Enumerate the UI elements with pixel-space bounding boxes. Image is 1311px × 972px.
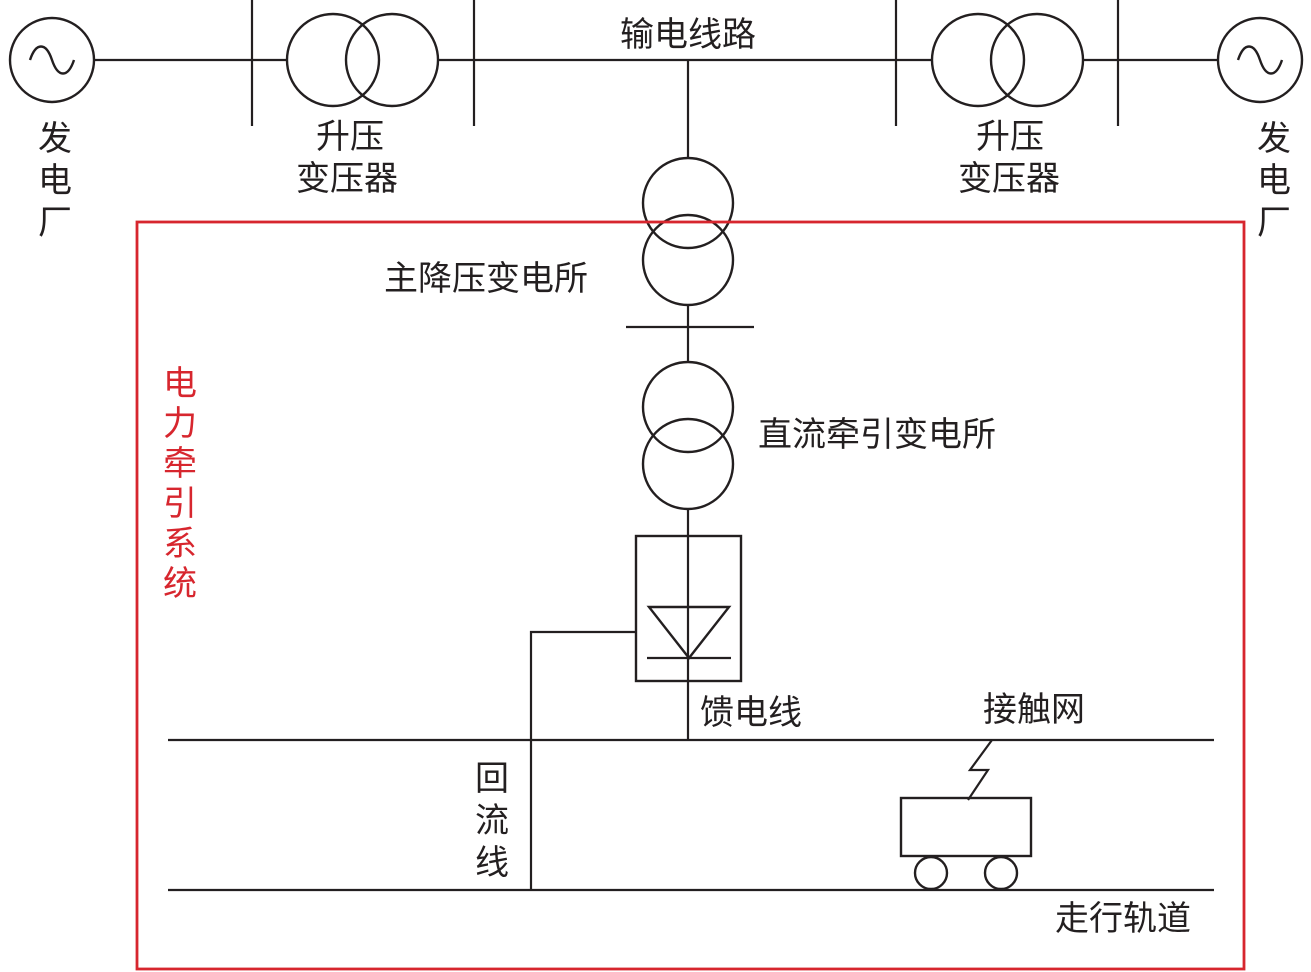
main-substation-transformer-symbol xyxy=(641,156,735,307)
catenary-label: 接触网 xyxy=(983,690,1085,730)
generator-left-symbol xyxy=(8,16,96,104)
train-icon xyxy=(899,739,1033,891)
transmission-line-label: 输电线路 xyxy=(620,15,756,55)
return-line-label: 回流线 xyxy=(475,759,509,883)
step-up-right-label-1: 升压 xyxy=(976,117,1044,157)
generator-right-symbol xyxy=(1216,16,1304,104)
step-up-left-label-2: 变压器 xyxy=(296,159,398,199)
step-up-right-label-2: 变压器 xyxy=(958,159,1060,199)
rectifier-symbol xyxy=(634,534,743,683)
step-up-transformer-right-symbol xyxy=(930,12,1085,108)
traction-system-label: 电力牵引系统 xyxy=(163,364,197,604)
generator-left-label: 发电厂 xyxy=(38,119,72,243)
step-up-left-label-1: 升压 xyxy=(316,117,384,157)
generator-right-label: 发电厂 xyxy=(1257,119,1291,243)
running-rail-label: 走行轨道 xyxy=(1055,899,1191,939)
feeder-label: 馈电线 xyxy=(700,693,802,733)
main-substation-label: 主降压变电所 xyxy=(384,259,588,299)
step-up-transformer-left-symbol xyxy=(285,12,440,108)
return-line-wire xyxy=(529,630,636,890)
dc-substation-label: 直流牵引变电所 xyxy=(758,415,996,455)
transmission-bus xyxy=(95,0,1218,126)
traction-system-boundary xyxy=(135,220,1246,971)
dc-substation-transformer-symbol xyxy=(641,360,735,511)
